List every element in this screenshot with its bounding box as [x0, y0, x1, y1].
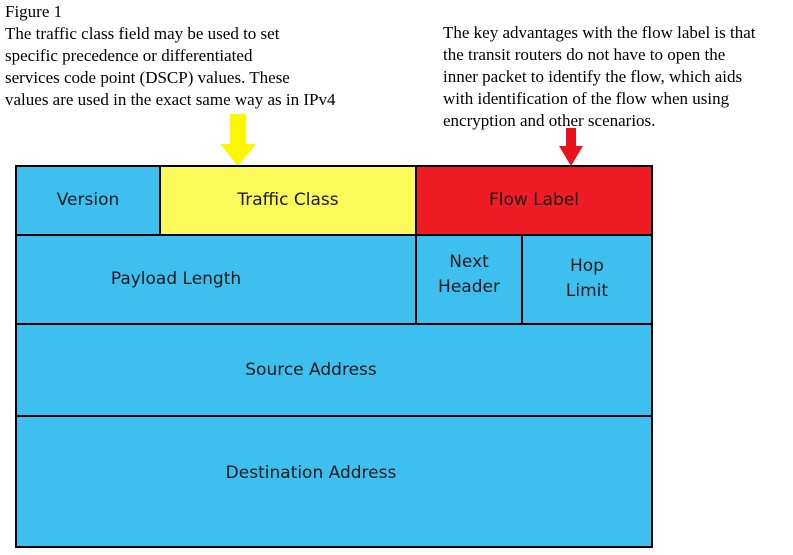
- payload-length-label: Payload Length: [110, 269, 242, 289]
- next-header-label: Next Header: [438, 252, 500, 297]
- destination-address-label: Destination Address: [225, 463, 397, 483]
- source-address-label: Source Address: [245, 359, 377, 380]
- traffic-class-arrow-icon: [220, 114, 256, 166]
- version-field: Version: [15, 165, 161, 236]
- flow-label-field: Flow Label: [415, 165, 653, 236]
- traffic-class-field: Traffic Class: [159, 165, 417, 236]
- flow-label-label: Flow Label: [488, 190, 580, 210]
- hop-limit-label: Hop Limit: [565, 256, 609, 301]
- payload-length-field: Payload Length: [15, 234, 417, 325]
- destination-address-field: Destination Address: [15, 415, 653, 548]
- version-label: Version: [56, 190, 120, 210]
- traffic-class-label: Traffic Class: [237, 190, 339, 210]
- source-address-field: Source Address: [15, 323, 653, 417]
- flow-label-note: The key advantages with the flow label i…: [443, 23, 756, 130]
- next-header-field: Next Header: [415, 234, 523, 325]
- flow-label-arrow-icon: [559, 128, 583, 166]
- traffic-class-arrow-shape: [220, 114, 256, 166]
- traffic-class-note: Figure 1 The traffic class field may be …: [5, 2, 336, 109]
- flow-label-arrow-shape: [559, 128, 583, 166]
- hop-limit-field: Hop Limit: [521, 234, 653, 325]
